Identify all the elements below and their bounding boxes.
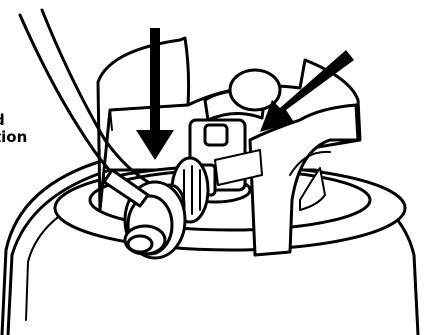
- diagram: d tion: [0, 0, 424, 335]
- valve-illustration: [0, 0, 424, 335]
